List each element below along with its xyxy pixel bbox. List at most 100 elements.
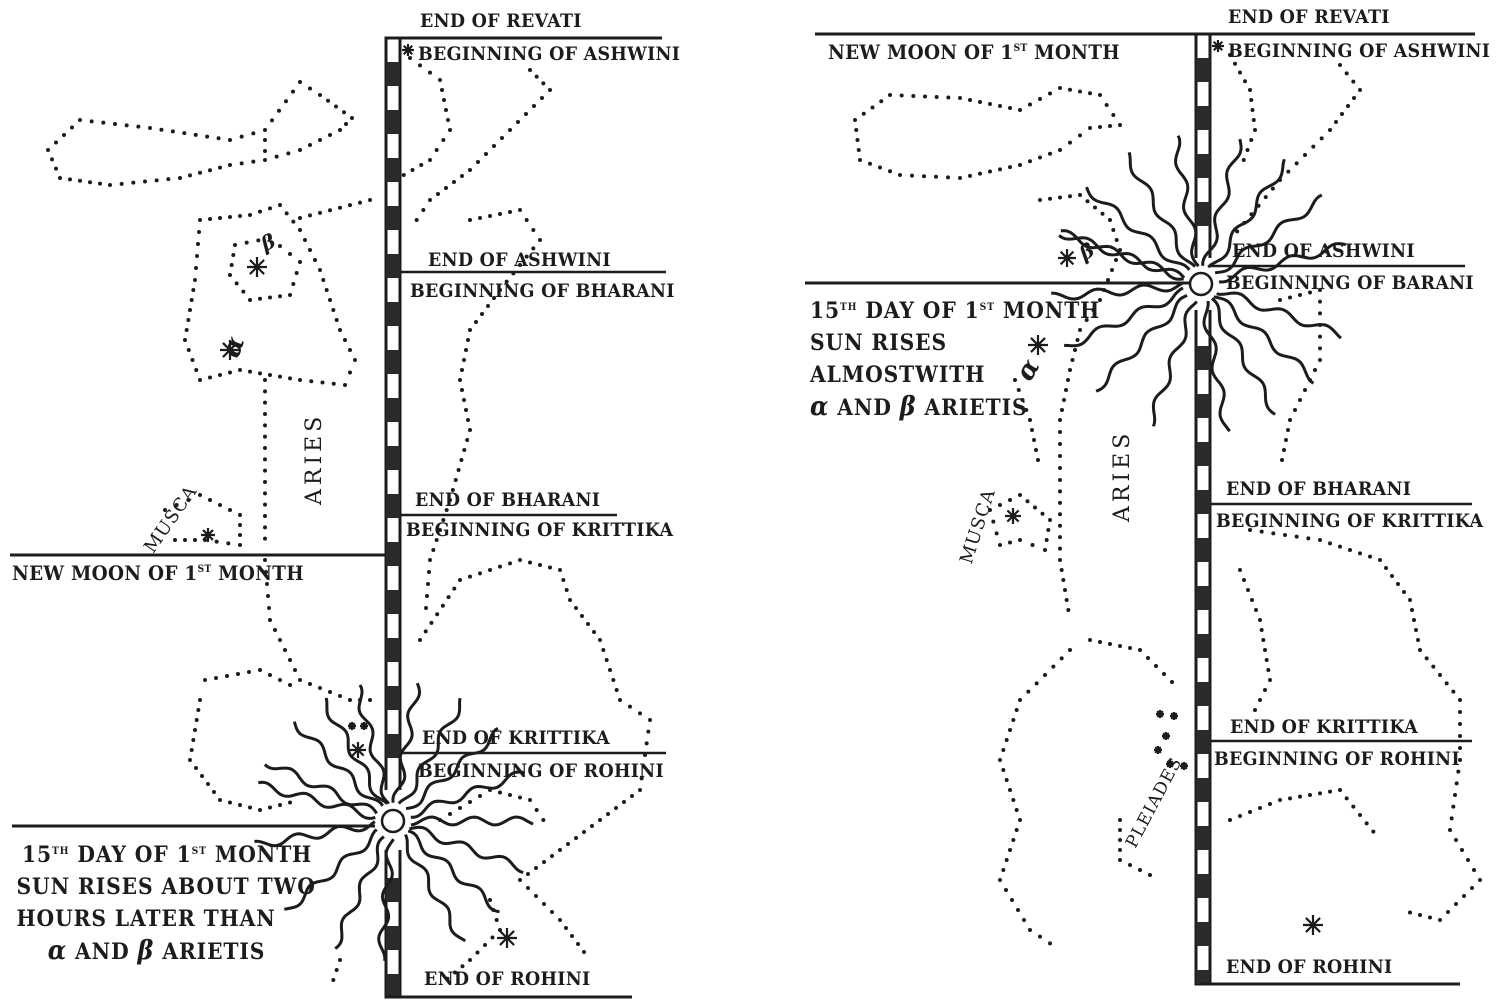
outline-dot (248, 213, 252, 217)
outline-dot (922, 174, 926, 179)
outline-dot (173, 538, 177, 542)
outline-dot (1298, 293, 1302, 297)
outline-dot (425, 594, 429, 598)
sunrise-note-line-2: SUN RISES (810, 330, 948, 356)
outline-dot (1460, 848, 1464, 852)
outline-dot (1259, 628, 1264, 632)
outline-dot (198, 378, 202, 382)
outline-dot (598, 818, 602, 822)
outline-dot (1249, 138, 1254, 142)
outline-dot (258, 668, 262, 672)
outline-dot (1328, 789, 1332, 794)
outline-dot (196, 242, 200, 246)
outline-dot (270, 118, 274, 123)
outline-dot (1008, 848, 1012, 852)
outline-dot (183, 338, 187, 342)
star-icon (1030, 337, 1046, 353)
outline-dot (1266, 668, 1271, 672)
outline-dot (468, 958, 472, 962)
outline-dot (1058, 454, 1062, 458)
outline-dot (558, 918, 562, 922)
outline-dot (1384, 566, 1388, 570)
outline-dot (228, 800, 232, 805)
outline-dot (318, 686, 322, 690)
outline-dot (291, 219, 296, 224)
label-end-of-revati: END OF REVATI (420, 10, 582, 32)
outline-dot (1098, 640, 1102, 644)
outline-dot (1453, 793, 1457, 797)
outline-dot (54, 140, 58, 145)
outline-dot (870, 105, 875, 110)
outline-dot (328, 208, 332, 213)
outline-dot (1073, 348, 1077, 352)
outline-dot (228, 163, 232, 167)
outline-dot (1280, 458, 1284, 462)
outline-dot (492, 296, 496, 300)
outline-dot (238, 523, 242, 527)
outline-dot (1284, 438, 1288, 442)
outline-dot (1138, 868, 1142, 872)
outline-dot (498, 790, 502, 795)
outline-dot (538, 238, 542, 242)
outline-dot (923, 94, 927, 99)
outline-dot (1268, 678, 1272, 682)
outline-dot (1358, 88, 1362, 92)
outline-dot (274, 154, 279, 159)
label-end-of-krittika: END OF KRITTIKA (422, 727, 610, 749)
outline-dot (350, 116, 354, 120)
outline-dot (1318, 334, 1322, 339)
outline-dot (648, 718, 652, 722)
outline-dot (174, 503, 179, 507)
outline-dot (428, 558, 432, 562)
outline-dot (622, 800, 626, 804)
ecliptic-segment (1196, 826, 1210, 850)
outline-dot (1451, 689, 1456, 694)
outline-dot (508, 210, 512, 214)
ecliptic-segment (1196, 202, 1210, 226)
outline-dot (286, 151, 291, 156)
outline-dot (334, 104, 338, 109)
outline-dot (448, 812, 452, 816)
outline-dot (1068, 368, 1072, 372)
outline-dot (1064, 388, 1068, 392)
outline-dot (258, 371, 262, 376)
outline-dot (348, 348, 352, 352)
outline-dot (1040, 511, 1045, 516)
sunrise-note-line-3: HOURS LATER THAN (16, 906, 276, 932)
outline-dot (1036, 458, 1040, 462)
outline-dot (488, 214, 492, 218)
outline-dot (446, 118, 450, 122)
outline-dot (288, 658, 292, 662)
outline-dot (460, 964, 465, 969)
outline-dot (524, 112, 528, 116)
label-end-of-rohini: END OF ROHINI (1226, 956, 1393, 978)
outline-dot (1253, 128, 1257, 132)
outline-dot (459, 458, 464, 462)
outline-dot (1454, 902, 1458, 906)
outline-dot (119, 181, 124, 186)
outline-dot (1118, 818, 1122, 822)
outline-dot (431, 548, 436, 552)
outline-dot (239, 134, 244, 139)
outline-dot (1011, 718, 1016, 722)
outline-dot (1248, 528, 1252, 532)
outline-dot (452, 180, 456, 184)
outline-dot (46, 148, 50, 152)
outline-dot (500, 136, 504, 140)
label-beginning-of-rohini: BEGINNING OF ROHINI (1214, 748, 1460, 770)
outline-dot (1059, 568, 1064, 572)
label-end-of-ashwini: END OF ASHWINI (1232, 240, 1415, 262)
label-end-of-revati: END OF REVATI (1228, 6, 1390, 28)
star-icon (222, 342, 238, 358)
outline-dot (468, 168, 472, 172)
ecliptic-segment (1196, 490, 1210, 514)
outline-dot (465, 438, 470, 442)
outline-dot (266, 594, 270, 598)
outline-dot (1410, 608, 1414, 612)
outline-dot (428, 158, 432, 162)
outline-dot (238, 533, 242, 537)
outline-dot (298, 80, 302, 84)
label-end-of-ashwini: END OF ASHWINI (428, 249, 611, 271)
outline-dot (1068, 140, 1072, 145)
outline-dot (1091, 308, 1096, 312)
